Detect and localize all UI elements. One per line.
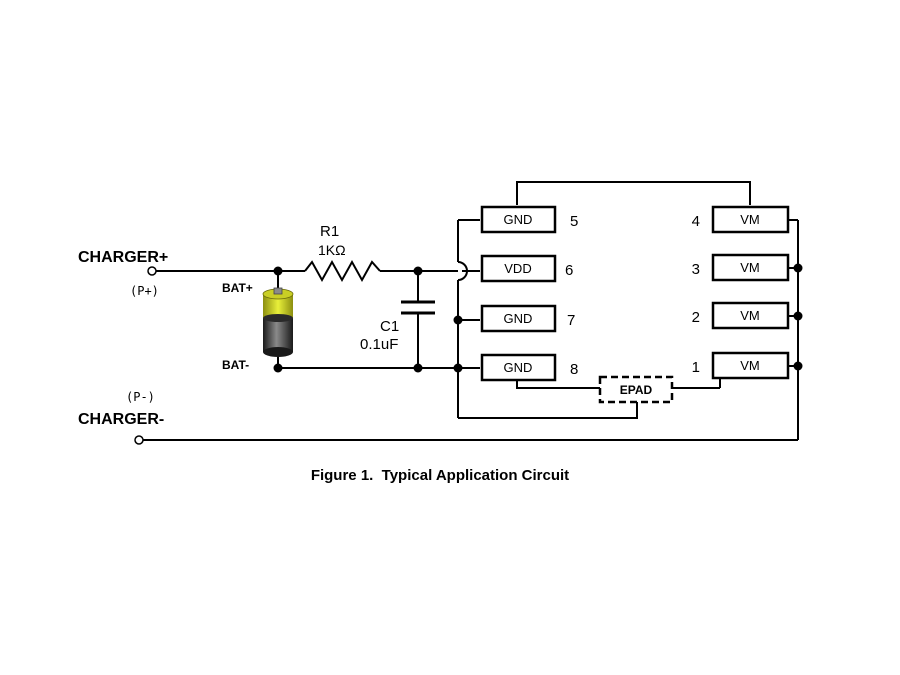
pin-box-7 <box>480 304 557 333</box>
pin-box-6 <box>480 254 557 283</box>
p-plus-label: (P+) <box>130 284 159 298</box>
capacitor-name: C1 <box>380 318 399 335</box>
resistor-name: R1 <box>320 223 339 240</box>
resistor-r1 <box>304 259 381 283</box>
pin-label-4: VM <box>740 212 760 227</box>
battery <box>262 287 294 357</box>
battery-plus-label: BAT+ <box>222 281 253 295</box>
pin-number-3: 3 <box>692 261 700 278</box>
charger-plus-label: CHARGER+ <box>78 249 168 266</box>
pin-number-6: 6 <box>565 262 573 279</box>
p-minus-label: (P-) <box>126 390 155 404</box>
pin-number-8: 8 <box>570 361 578 378</box>
pin-label-6: VDD <box>504 261 531 276</box>
capacitor-value: 0.1uF <box>360 336 398 353</box>
battery-minus-label: BAT- <box>222 358 249 372</box>
pin-number-4: 4 <box>692 213 700 230</box>
p-plus-terminal <box>147 266 157 276</box>
pin-box-1 <box>711 351 790 380</box>
pin-label-8: GND <box>504 360 533 375</box>
junction-dots <box>273 263 803 373</box>
epad: EPAD <box>598 375 674 404</box>
pin-label-1: VM <box>740 358 760 373</box>
ic-right-pins: VM VM VM VM 4 3 2 1 <box>692 205 790 380</box>
pin-label-7: GND <box>504 311 533 326</box>
pin-number-1: 1 <box>692 359 700 376</box>
pin-number-7: 7 <box>567 312 575 329</box>
pin-box-3 <box>711 253 790 282</box>
epad-label: EPAD <box>620 383 653 397</box>
pin-box-8 <box>480 353 557 382</box>
capacitor-c1 <box>401 300 435 315</box>
pin-label-3: VM <box>740 260 760 275</box>
pin-label-2: VM <box>740 308 760 323</box>
pin-number-2: 2 <box>692 309 700 326</box>
ic-left-pins: GND VDD GND GND 5 6 7 8 <box>480 205 578 382</box>
pin-box-2 <box>711 301 790 330</box>
pin-box-5 <box>480 205 557 234</box>
pin-number-5: 5 <box>570 213 578 230</box>
p-minus-terminal <box>134 435 144 445</box>
charger-minus-label: CHARGER- <box>78 411 164 428</box>
resistor-value: 1KΩ <box>318 242 346 258</box>
pin-box-4 <box>711 205 790 234</box>
pin-label-5: GND <box>504 212 533 227</box>
figure-caption: Figure 1. Typical Application Circuit <box>311 467 569 484</box>
